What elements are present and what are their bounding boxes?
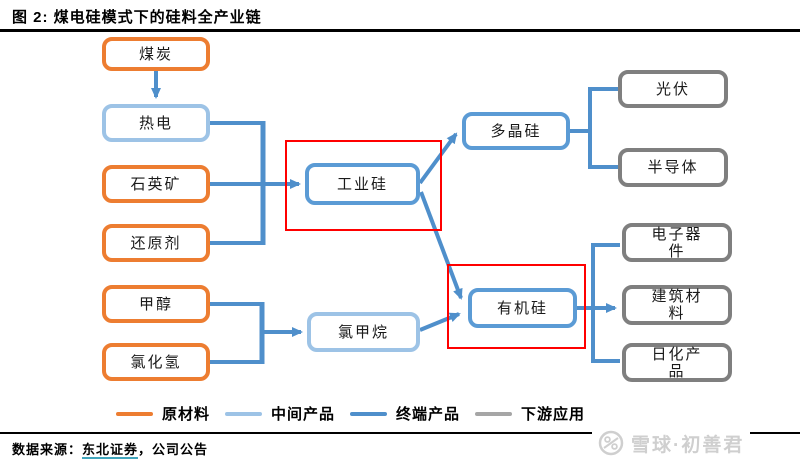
legend-item-raw-materials: 原材料 bbox=[116, 403, 210, 424]
legend: 原材料 中间产品 终端产品 下游应用 bbox=[116, 403, 585, 424]
node-coal: 煤炭 bbox=[102, 37, 210, 71]
node-photovoltaic: 光伏 bbox=[618, 70, 728, 108]
node-electronic-devices: 电子器 件 bbox=[622, 223, 732, 262]
node-industrial-silicon-label: 工业硅 bbox=[336, 175, 388, 193]
raw-material-line-swatch bbox=[116, 411, 153, 416]
data-source-rest: ，公司公告 bbox=[138, 442, 209, 457]
node-industrial-silicon: 工业硅 bbox=[305, 163, 420, 205]
legend-item-downstream-applications: 下游应用 bbox=[475, 403, 585, 424]
node-building-materials: 建筑材 料 bbox=[622, 285, 732, 325]
node-reducing-agent-label: 还原剂 bbox=[130, 234, 182, 252]
data-source-broker-link[interactable]: 东北证券 bbox=[82, 442, 139, 459]
data-source: 数据来源：东北证券，公司公告 bbox=[12, 439, 209, 459]
data-source-label: 数据来源： bbox=[12, 442, 83, 457]
title-divider bbox=[0, 29, 800, 32]
node-organic-silicon-label: 有机硅 bbox=[496, 299, 548, 317]
node-methanol: 甲醇 bbox=[102, 285, 210, 323]
legend-item-terminal-products: 终端产品 bbox=[350, 403, 460, 424]
intermediate-product-line-swatch bbox=[225, 411, 263, 416]
node-polysilicon: 多晶硅 bbox=[462, 112, 570, 150]
legend-label-downstream-applications: 下游应用 bbox=[521, 406, 586, 423]
node-thermal-power: 热电 bbox=[102, 104, 210, 142]
figure-title: 图 2: 煤电硅模式下的硅料全产业链 bbox=[12, 9, 262, 26]
node-polysilicon-label: 多晶硅 bbox=[490, 122, 542, 140]
node-hydrogen-chloride: 氯化氢 bbox=[102, 343, 210, 381]
node-photovoltaic-label: 光伏 bbox=[655, 80, 690, 98]
node-semiconductor: 半导体 bbox=[618, 148, 728, 187]
node-reducing-agent: 还原剂 bbox=[102, 224, 210, 262]
node-chloromethane-label: 氯甲烷 bbox=[337, 323, 389, 341]
node-building-materials-label: 建筑材 料 bbox=[651, 288, 703, 322]
legend-item-intermediate-products: 中间产品 bbox=[225, 403, 335, 424]
legend-label-raw-materials: 原材料 bbox=[162, 406, 211, 423]
legend-label-terminal-products: 终端产品 bbox=[396, 406, 461, 423]
footer-divider bbox=[0, 432, 800, 434]
node-methanol-label: 甲醇 bbox=[138, 295, 173, 313]
node-electronic-devices-label: 电子器 件 bbox=[651, 225, 703, 260]
node-daily-chemical-products-label: 日化产 品 bbox=[651, 345, 703, 380]
watermark: 雪球·初善君 bbox=[592, 429, 751, 457]
xueqiu-logo-icon bbox=[598, 430, 624, 456]
node-hydrogen-chloride-label: 氯化氢 bbox=[130, 353, 182, 371]
node-thermal-power-label: 热电 bbox=[138, 114, 173, 132]
node-daily-chemical-products: 日化产 品 bbox=[622, 343, 732, 382]
node-chloromethane: 氯甲烷 bbox=[307, 312, 420, 352]
node-coal-label: 煤炭 bbox=[138, 45, 173, 63]
terminal-product-line-swatch bbox=[350, 411, 388, 416]
watermark-text: 雪球·初善君 bbox=[631, 434, 745, 456]
downstream-application-line-swatch bbox=[475, 411, 513, 416]
node-semiconductor-label: 半导体 bbox=[647, 159, 699, 176]
node-organic-silicon: 有机硅 bbox=[468, 288, 577, 328]
legend-label-intermediate-products: 中间产品 bbox=[271, 406, 336, 423]
node-quartz-ore-label: 石英矿 bbox=[130, 175, 182, 193]
node-quartz-ore: 石英矿 bbox=[102, 165, 210, 203]
